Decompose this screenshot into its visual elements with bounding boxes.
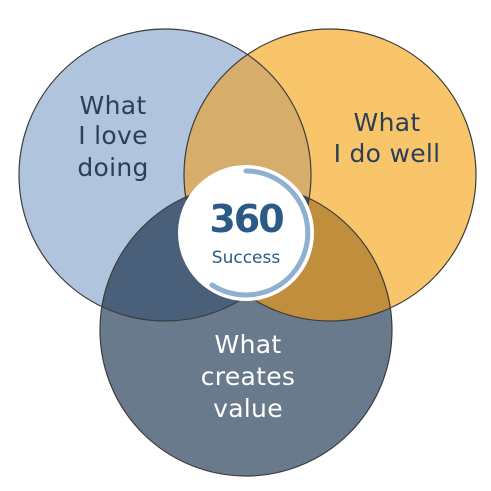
label-love-line-3: doing bbox=[77, 153, 148, 182]
label-value-line-1: What bbox=[215, 330, 282, 359]
overlap-well-value bbox=[184, 184, 392, 321]
logo-background bbox=[178, 165, 314, 301]
outline-well bbox=[183, 28, 477, 322]
label-value-line-2: creates bbox=[201, 362, 295, 391]
label-value-line-3: value bbox=[213, 394, 283, 423]
logo-ring-icon bbox=[209, 168, 311, 298]
label-well-line-1: What bbox=[354, 108, 421, 137]
logo-number: 360 bbox=[209, 197, 283, 241]
label-well-line-2: I do well bbox=[334, 139, 441, 168]
outline-love bbox=[18, 28, 312, 322]
overlap-love-value bbox=[100, 184, 311, 321]
label-love-line-1: What bbox=[80, 91, 147, 120]
logo-360-success: 360 Success bbox=[178, 165, 314, 301]
logo-word: Success bbox=[212, 248, 281, 268]
label-love-line-2: I love bbox=[78, 121, 148, 150]
